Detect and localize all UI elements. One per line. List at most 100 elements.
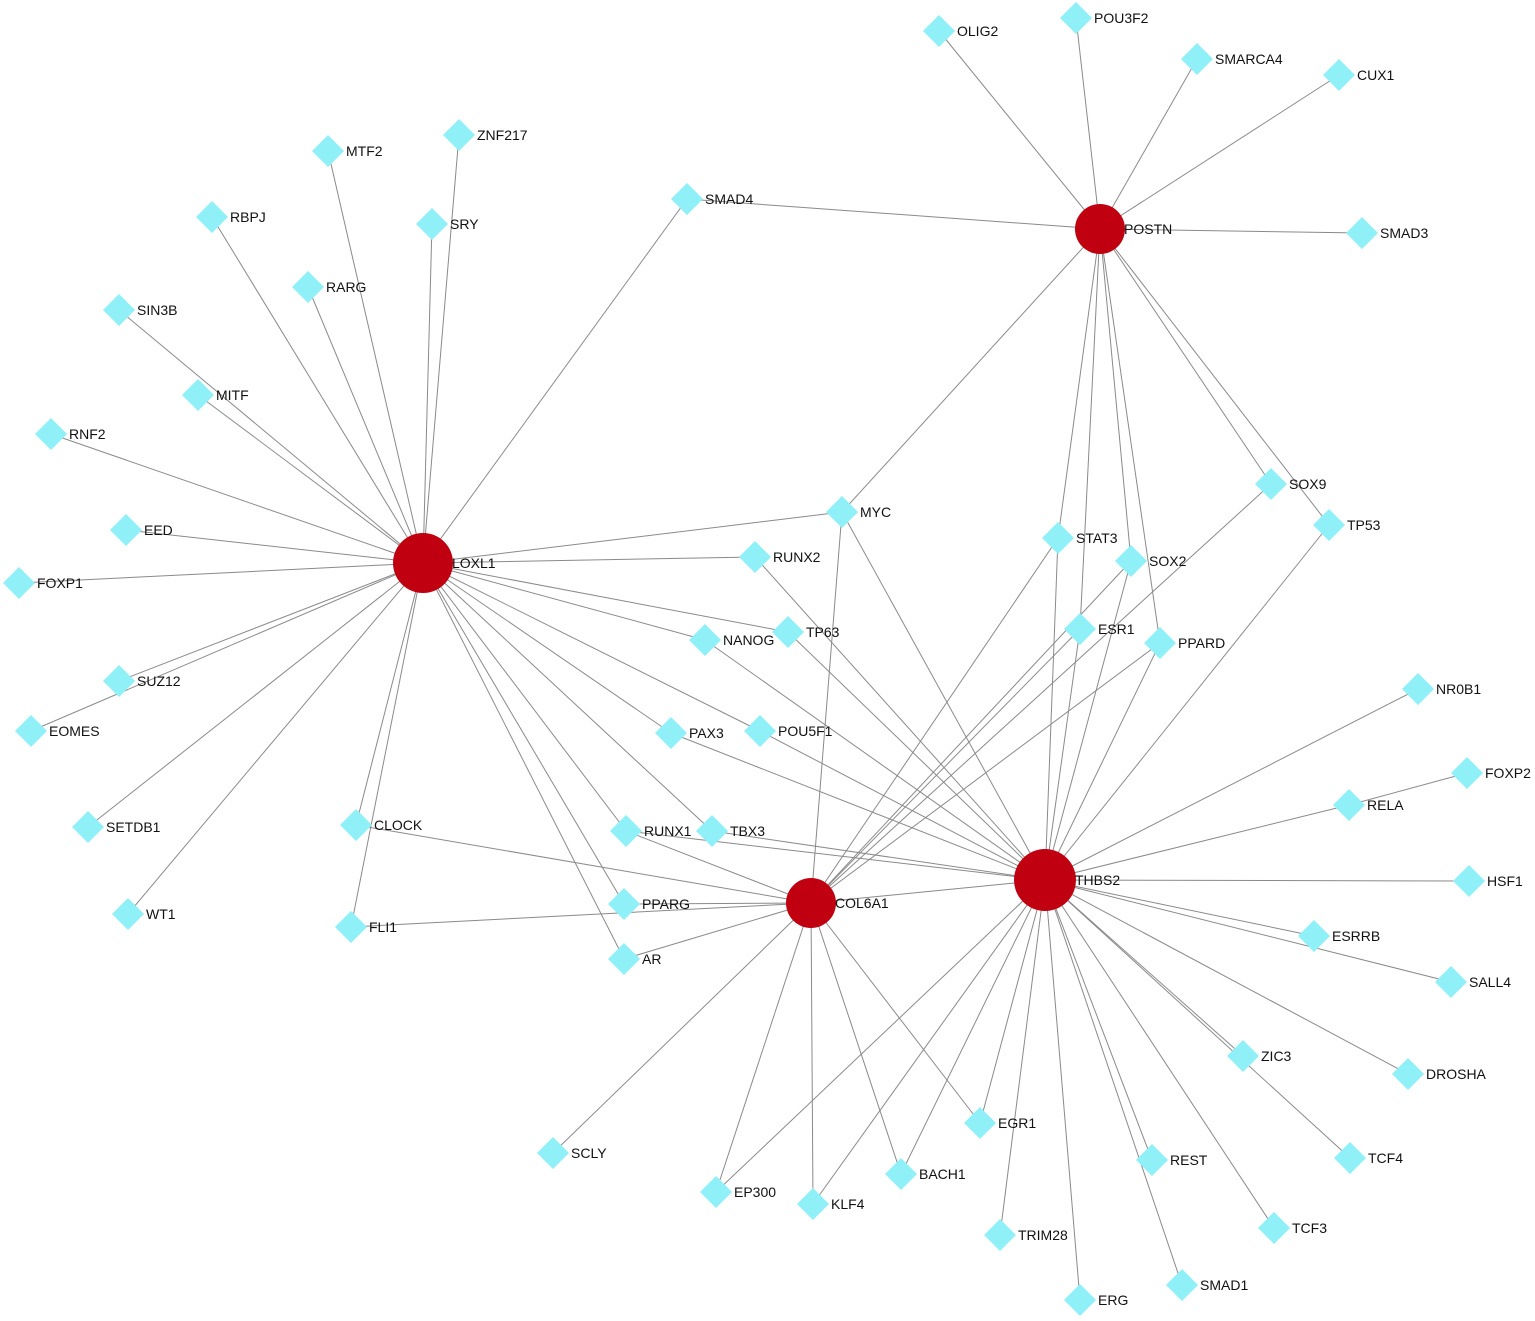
edge-postn-stat3: [1057, 228, 1101, 539]
node-label-stat3: STAT3: [1076, 530, 1118, 546]
node-nr0b1[interactable]: [1402, 673, 1434, 705]
node-tcf4[interactable]: [1334, 1142, 1366, 1174]
hub-node-postn[interactable]: [1075, 204, 1125, 254]
node-clock[interactable]: [340, 809, 372, 841]
hub-node-loxl1[interactable]: [393, 533, 453, 593]
node-label-pou3f2: POU3F2: [1094, 10, 1149, 26]
node-rela[interactable]: [1333, 789, 1365, 821]
node-runx2[interactable]: [739, 541, 771, 573]
node-smad4[interactable]: [671, 183, 703, 215]
edge-postn-sox9: [1099, 228, 1272, 485]
node-hsf1[interactable]: [1453, 865, 1485, 897]
edge-loxl1-pparg: [422, 562, 625, 905]
edge-loxl1-eomes: [30, 562, 424, 732]
node-rarg[interactable]: [292, 271, 324, 303]
node-tp63[interactable]: [772, 616, 804, 648]
node-pou5f1[interactable]: [744, 715, 776, 747]
edge-postn-cux1: [1099, 74, 1340, 230]
node-tp53[interactable]: [1313, 509, 1345, 541]
node-smarca4[interactable]: [1181, 43, 1213, 75]
node-label-rela: RELA: [1367, 797, 1404, 813]
node-sry[interactable]: [416, 208, 448, 240]
node-suz12[interactable]: [103, 665, 135, 697]
node-label-erg: ERG: [1098, 1292, 1128, 1308]
node-scly[interactable]: [537, 1137, 569, 1169]
edge-col6a1-runx1: [625, 830, 812, 904]
node-rnf2[interactable]: [35, 418, 67, 450]
node-tcf3[interactable]: [1258, 1212, 1290, 1244]
node-wt1[interactable]: [112, 898, 144, 930]
edge-loxl1-runx2: [422, 556, 756, 564]
node-nanog[interactable]: [689, 624, 721, 656]
node-pax3[interactable]: [655, 717, 687, 749]
node-label-scly: SCLY: [571, 1145, 607, 1161]
node-sox2[interactable]: [1115, 545, 1147, 577]
edge-loxl1-foxp1: [18, 562, 424, 584]
node-stat3[interactable]: [1042, 522, 1074, 554]
node-foxp2[interactable]: [1451, 757, 1483, 789]
node-drosha[interactable]: [1392, 1058, 1424, 1090]
node-pou3f2[interactable]: [1060, 2, 1092, 34]
hub-node-thbs2[interactable]: [1014, 849, 1076, 911]
edge-thbs2-stat3: [1044, 537, 1059, 881]
edge-thbs2-egr1: [979, 879, 1046, 1124]
hub-node-col6a1[interactable]: [786, 878, 836, 928]
edge-thbs2-esr1: [1044, 628, 1081, 881]
edge-loxl1-tp63: [422, 562, 789, 633]
node-setdb1[interactable]: [72, 811, 104, 843]
hub-label-col6a1: COL6A1: [835, 895, 889, 911]
node-erg[interactable]: [1064, 1284, 1096, 1316]
node-bach1[interactable]: [885, 1158, 917, 1190]
edge-thbs2-nanog: [704, 639, 1046, 881]
node-rbpj[interactable]: [196, 201, 228, 233]
node-eomes[interactable]: [15, 715, 47, 747]
node-klf4[interactable]: [797, 1188, 829, 1220]
node-label-rnf2: RNF2: [69, 426, 106, 442]
edge-loxl1-rnf2: [50, 433, 424, 564]
edge-postn-pou3f2: [1075, 17, 1101, 230]
node-ppard[interactable]: [1144, 627, 1176, 659]
edge-loxl1-runx1: [422, 562, 627, 832]
edge-rela-foxp2: [1348, 772, 1468, 806]
edge-col6a1-ep300: [715, 902, 812, 1193]
node-label-smad3: SMAD3: [1380, 225, 1428, 241]
edge-postn-smad4: [686, 198, 1101, 230]
edge-col6a1-esr1: [810, 628, 1081, 904]
node-trim28[interactable]: [984, 1219, 1016, 1251]
node-smad3[interactable]: [1346, 217, 1378, 249]
node-label-sall4: SALL4: [1469, 974, 1511, 990]
node-cux1[interactable]: [1323, 59, 1355, 91]
node-fli1[interactable]: [335, 911, 367, 943]
node-pparg[interactable]: [608, 888, 640, 920]
node-tbx3[interactable]: [696, 815, 728, 847]
node-label-ep300: EP300: [734, 1184, 776, 1200]
node-foxp1[interactable]: [3, 567, 35, 599]
node-eed[interactable]: [110, 514, 142, 546]
edge-postn-sox2: [1099, 228, 1132, 562]
node-label-nanog: NANOG: [723, 632, 774, 648]
edge-thbs2-ppard: [1044, 642, 1161, 881]
node-esr1[interactable]: [1064, 613, 1096, 645]
node-esrrb[interactable]: [1298, 920, 1330, 952]
node-mtf2[interactable]: [312, 135, 344, 167]
node-ar[interactable]: [608, 943, 640, 975]
node-label-egr1: EGR1: [998, 1115, 1036, 1131]
node-ep300[interactable]: [700, 1176, 732, 1208]
edge-col6a1-stat3: [810, 537, 1059, 904]
node-sox9[interactable]: [1255, 468, 1287, 500]
node-smad1[interactable]: [1166, 1269, 1198, 1301]
node-mitf[interactable]: [182, 379, 214, 411]
node-myc[interactable]: [826, 496, 858, 528]
node-sin3b[interactable]: [103, 294, 135, 326]
nodes-layer: [3, 2, 1485, 1316]
edge-col6a1-egr1: [810, 902, 981, 1124]
node-rest[interactable]: [1136, 1144, 1168, 1176]
node-label-smad1: SMAD1: [1200, 1277, 1248, 1293]
node-egr1[interactable]: [964, 1107, 996, 1139]
node-sall4[interactable]: [1435, 966, 1467, 998]
node-znf217[interactable]: [443, 119, 475, 151]
node-olig2[interactable]: [923, 15, 955, 47]
node-runx1[interactable]: [610, 815, 642, 847]
node-zic3[interactable]: [1227, 1040, 1259, 1072]
edge-thbs2-bach1: [900, 879, 1046, 1175]
